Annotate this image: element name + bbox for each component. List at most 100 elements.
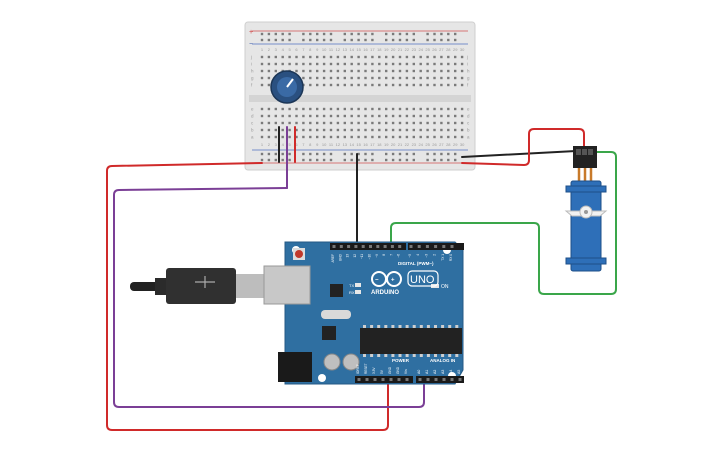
grid-hole[interactable] <box>398 76 402 80</box>
grid-hole[interactable] <box>302 121 305 125</box>
grid-hole[interactable] <box>302 114 305 118</box>
grid-hole[interactable] <box>440 62 443 66</box>
grid-hole[interactable] <box>302 55 305 59</box>
rail-hole[interactable] <box>302 158 305 162</box>
grid-hole[interactable] <box>316 114 319 118</box>
rail-hole[interactable] <box>329 38 333 42</box>
digital-pin-hole[interactable] <box>417 245 421 248</box>
grid-hole[interactable] <box>350 55 353 59</box>
grid-hole[interactable] <box>316 128 319 132</box>
grid-hole[interactable] <box>460 107 464 111</box>
rail-hole[interactable] <box>329 158 333 162</box>
rail-hole[interactable] <box>405 152 409 156</box>
grid-hole[interactable] <box>398 62 402 66</box>
analog-pin-hole[interactable] <box>418 378 422 381</box>
grid-hole[interactable] <box>343 69 346 73</box>
grid-hole[interactable] <box>357 76 360 80</box>
grid-hole[interactable] <box>281 55 284 59</box>
digital-pin-hole[interactable] <box>347 245 351 248</box>
grid-hole[interactable] <box>426 83 429 87</box>
grid-hole[interactable] <box>288 135 291 139</box>
analog-pin-hole[interactable] <box>426 378 430 381</box>
grid-hole[interactable] <box>426 76 429 80</box>
grid-hole[interactable] <box>357 121 360 125</box>
rail-hole[interactable] <box>385 38 388 42</box>
grid-hole[interactable] <box>398 135 402 139</box>
grid-hole[interactable] <box>288 55 291 59</box>
grid-hole[interactable] <box>281 107 284 111</box>
grid-hole[interactable] <box>419 114 422 118</box>
grid-hole[interactable] <box>385 76 388 80</box>
grid-hole[interactable] <box>371 83 374 87</box>
grid-hole[interactable] <box>371 114 374 118</box>
grid-hole[interactable] <box>391 114 395 118</box>
grid-hole[interactable] <box>350 121 353 125</box>
rail-hole[interactable] <box>371 38 374 42</box>
grid-hole[interactable] <box>309 76 312 80</box>
grid-hole[interactable] <box>378 135 381 139</box>
grid-hole[interactable] <box>405 76 409 80</box>
grid-hole[interactable] <box>419 128 422 132</box>
grid-hole[interactable] <box>357 128 360 132</box>
grid-hole[interactable] <box>329 55 333 59</box>
rail-hole[interactable] <box>398 152 402 156</box>
power-pin-hole[interactable] <box>357 378 361 381</box>
grid-hole[interactable] <box>343 128 346 132</box>
grid-hole[interactable] <box>398 114 402 118</box>
grid-hole[interactable] <box>364 135 367 139</box>
grid-hole[interactable] <box>371 76 374 80</box>
rail-hole[interactable] <box>447 32 450 36</box>
grid-hole[interactable] <box>329 135 333 139</box>
servo-motor[interactable] <box>564 146 608 272</box>
grid-hole[interactable] <box>385 128 388 132</box>
grid-hole[interactable] <box>357 55 360 59</box>
rail-hole[interactable] <box>391 152 395 156</box>
grid-hole[interactable] <box>357 69 360 73</box>
grid-hole[interactable] <box>350 135 353 139</box>
rail-hole[interactable] <box>426 32 429 36</box>
grid-hole[interactable] <box>385 83 388 87</box>
grid-hole[interactable] <box>460 62 464 66</box>
grid-hole[interactable] <box>454 83 457 87</box>
rail-hole[interactable] <box>357 158 360 162</box>
grid-hole[interactable] <box>460 55 464 59</box>
grid-hole[interactable] <box>419 83 422 87</box>
grid-hole[interactable] <box>274 128 277 132</box>
grid-hole[interactable] <box>302 69 305 73</box>
grid-hole[interactable] <box>295 55 298 59</box>
grid-hole[interactable] <box>433 55 436 59</box>
grid-hole[interactable] <box>295 107 298 111</box>
grid-hole[interactable] <box>433 107 436 111</box>
grid-hole[interactable] <box>405 83 409 87</box>
wire-servo-power[interactable] <box>461 128 585 166</box>
power-pin-hole[interactable] <box>397 378 401 381</box>
grid-hole[interactable] <box>322 128 326 132</box>
grid-hole[interactable] <box>447 107 450 111</box>
grid-hole[interactable] <box>433 76 436 80</box>
grid-hole[interactable] <box>336 121 340 125</box>
grid-hole[interactable] <box>336 114 340 118</box>
grid-hole[interactable] <box>364 128 367 132</box>
grid-hole[interactable] <box>440 83 443 87</box>
grid-hole[interactable] <box>295 62 298 66</box>
grid-hole[interactable] <box>405 55 409 59</box>
grid-hole[interactable] <box>336 55 340 59</box>
rail-hole[interactable] <box>447 152 450 156</box>
grid-hole[interactable] <box>460 69 464 73</box>
rail-hole[interactable] <box>440 32 443 36</box>
grid-hole[interactable] <box>454 69 457 73</box>
rail-hole[interactable] <box>343 38 346 42</box>
grid-hole[interactable] <box>433 69 436 73</box>
grid-hole[interactable] <box>440 128 443 132</box>
rail-hole[interactable] <box>391 158 395 162</box>
grid-hole[interactable] <box>260 55 264 59</box>
grid-hole[interactable] <box>343 121 346 125</box>
rail-hole[interactable] <box>398 38 402 42</box>
grid-hole[interactable] <box>405 62 409 66</box>
grid-hole[interactable] <box>371 135 374 139</box>
rail-hole[interactable] <box>322 152 326 156</box>
rail-hole[interactable] <box>343 152 346 156</box>
grid-hole[interactable] <box>316 55 319 59</box>
grid-hole[interactable] <box>378 121 381 125</box>
grid-hole[interactable] <box>322 76 326 80</box>
